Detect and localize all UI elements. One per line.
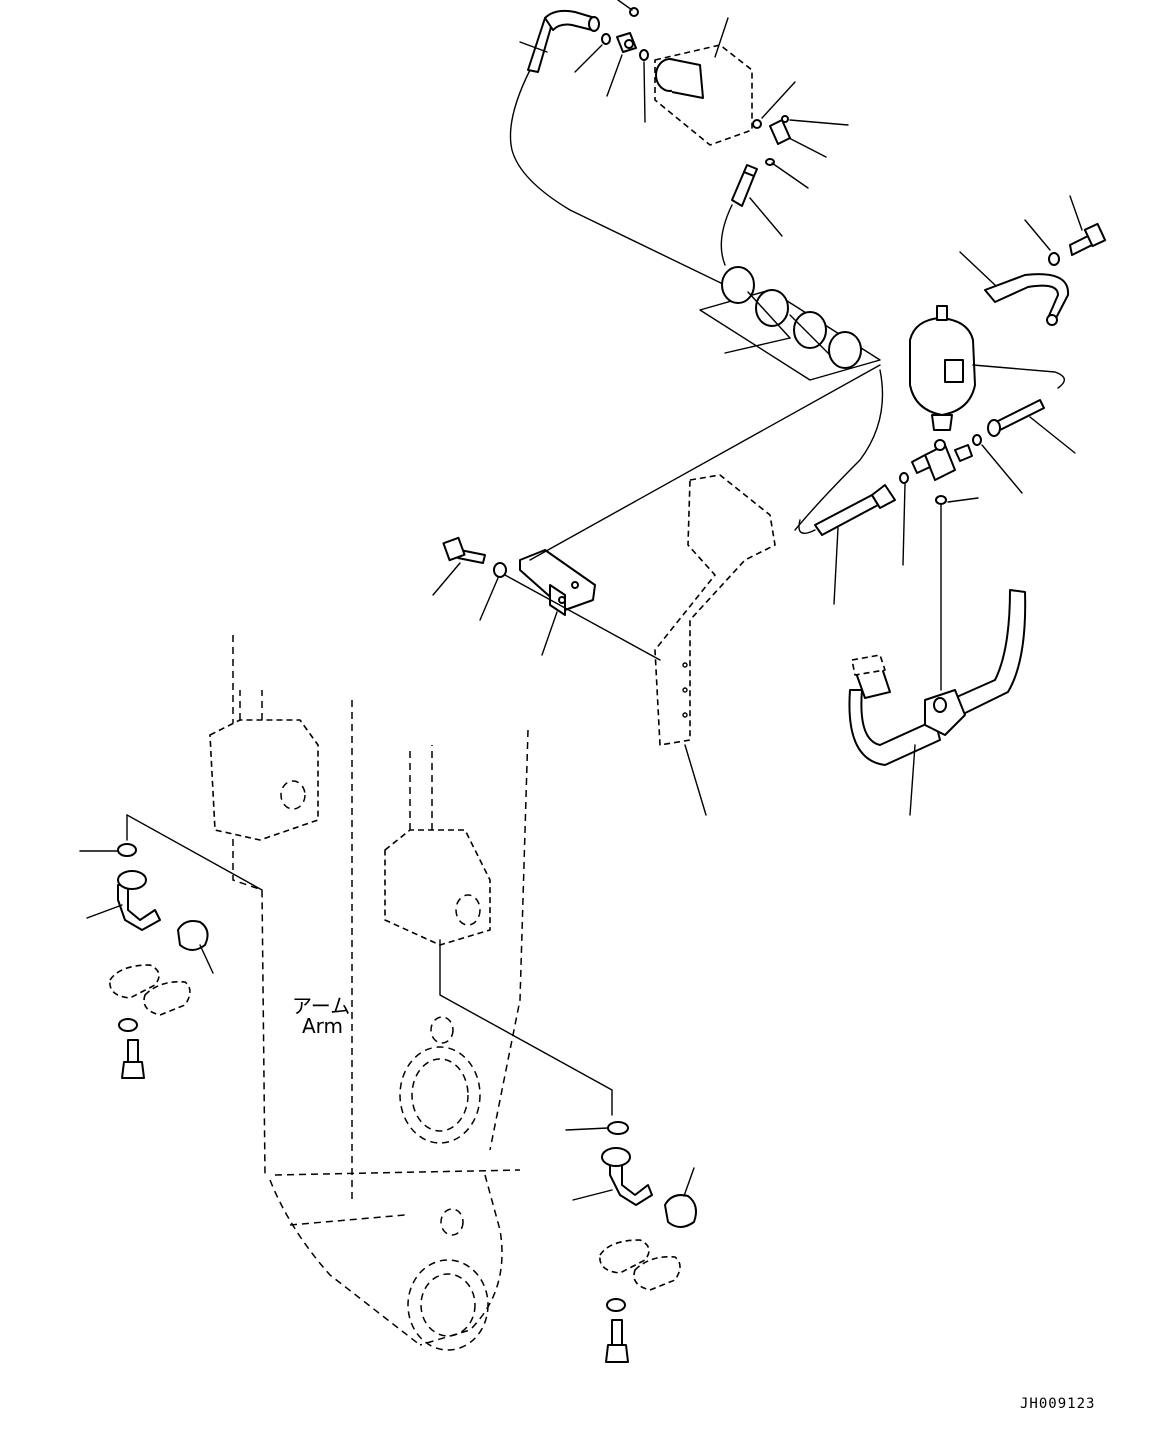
- drawing-number: JH009123: [1020, 1396, 1096, 1412]
- valve-block: [654, 44, 753, 146]
- left-fitting-group: [109, 843, 209, 1079]
- lower-hose-right: [798, 484, 896, 536]
- bracket-bolt: [442, 536, 507, 578]
- mounting-bracket: [654, 474, 776, 746]
- arm-label-japanese: アーム: [292, 994, 351, 1018]
- small-bracket-plate: [519, 549, 596, 616]
- bolt-top-right: [1048, 222, 1107, 266]
- top-hose: [509, 9, 726, 286]
- arm-boss-lower: [407, 1208, 489, 1351]
- right-fitting-group: [599, 1121, 697, 1363]
- top-fittings: [601, 7, 649, 61]
- arm-port-block-upper: [209, 690, 319, 841]
- accumulator-band: [984, 273, 1070, 326]
- accumulator: [909, 305, 976, 431]
- clamp-plate-group: [699, 266, 881, 381]
- accumulator-hoses: [794, 364, 1065, 531]
- arm-port-block-lower: [384, 745, 491, 946]
- lower-hose-from-valve: [720, 164, 758, 266]
- arm-boss-upper: [399, 1016, 481, 1144]
- swivel-pipe: [848, 589, 1027, 766]
- assembly-lines: [126, 364, 942, 1116]
- callout-leaders: [79, 0, 1083, 1201]
- right-small-fittings: [752, 115, 791, 166]
- arm-label-english: Arm: [302, 1014, 344, 1038]
- tee-fitting: [899, 434, 982, 505]
